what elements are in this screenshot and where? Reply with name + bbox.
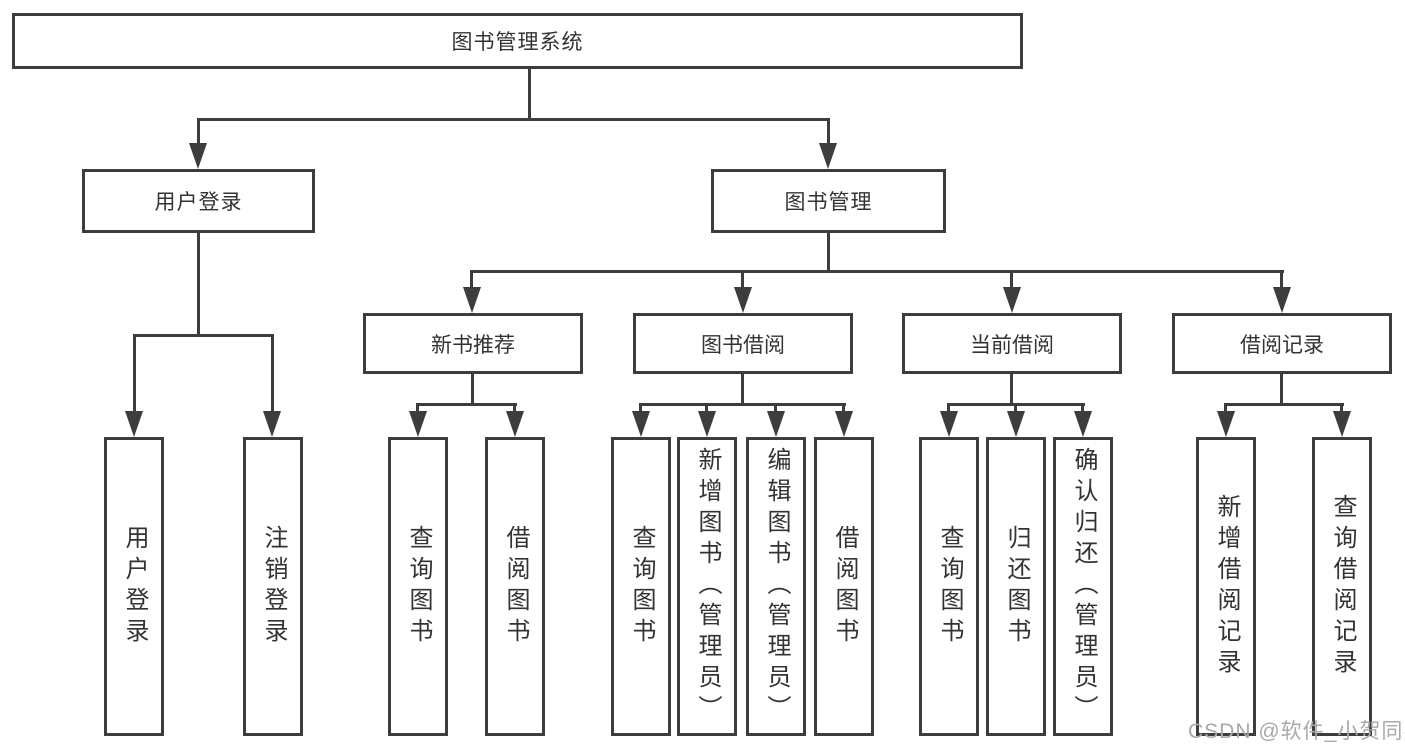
node-label: 借阅记录	[1240, 333, 1324, 357]
connector-book-mgmt-stem	[827, 233, 830, 273]
node-borrow-records: 借阅记录	[1172, 313, 1392, 374]
arrow-down-icon	[632, 411, 650, 437]
connector-drop	[470, 270, 473, 289]
arrow-down-icon	[698, 411, 716, 437]
connector-level3-bar	[470, 270, 1284, 273]
node-label: 查询图书	[405, 524, 432, 649]
node-leaf-edit-book-admin: 编辑图书（管理员）	[746, 437, 806, 736]
connector-stem	[741, 374, 744, 406]
connector-stem	[1280, 374, 1283, 406]
node-leaf-query-books-1: 查询图书	[388, 437, 448, 736]
arrow-down-icon	[189, 143, 207, 169]
node-label: 新书推荐	[431, 333, 515, 357]
node-leaf-query-books-2: 查询图书	[611, 437, 671, 736]
connector-drop	[271, 334, 274, 413]
node-leaf-return-book: 归还图书	[986, 437, 1046, 736]
node-label: 注销登录	[260, 524, 287, 649]
arrow-down-icon	[263, 411, 281, 437]
node-leaf-query-books-3: 查询图书	[919, 437, 979, 736]
node-label: 查询图书	[628, 524, 655, 649]
node-label: 编辑图书（管理员）	[763, 447, 790, 726]
connector-drop	[1010, 270, 1013, 289]
arrow-down-icon	[409, 411, 427, 437]
connector-stem	[471, 374, 474, 406]
node-root-label: 图书管理系统	[451, 31, 584, 54]
connector-bar	[1225, 403, 1344, 406]
arrow-down-icon	[1074, 411, 1092, 437]
arrow-down-icon	[125, 411, 143, 437]
node-label: 确认归还（管理员）	[1070, 447, 1097, 726]
connector-stem	[1010, 374, 1013, 406]
node-label: 新增图书（管理员）	[694, 447, 721, 726]
arrow-down-icon	[1273, 287, 1291, 313]
arrow-down-icon	[1003, 287, 1021, 313]
arrow-down-icon	[1007, 411, 1025, 437]
connector-bar	[417, 403, 517, 406]
node-label: 新增借阅记录	[1213, 493, 1240, 680]
node-label: 查询借阅记录	[1329, 493, 1356, 680]
node-label: 图书借阅	[701, 333, 785, 357]
connector-level2-bar	[197, 118, 830, 121]
arrow-down-icon	[506, 411, 524, 437]
node-label: 查询图书	[936, 524, 963, 649]
node-new-book-recommend: 新书推荐	[363, 313, 583, 374]
arrow-down-icon	[835, 411, 853, 437]
connector-drop	[842, 403, 845, 413]
node-leaf-borrow-books-2: 借阅图书	[814, 437, 874, 736]
node-label: 当前借阅	[970, 333, 1054, 357]
node-leaf-user-login: 用户登录	[104, 437, 164, 736]
arrow-down-icon	[767, 411, 785, 437]
arrow-down-icon	[819, 143, 837, 169]
arrow-down-icon	[463, 287, 481, 313]
connector-root-stem	[528, 69, 531, 119]
arrow-down-icon	[1333, 411, 1351, 437]
connector-book-mgmt-drop	[827, 118, 830, 146]
node-leaf-add-book-admin: 新增图书（管理员）	[677, 437, 737, 736]
connector-drop	[639, 403, 642, 413]
connector-drop	[705, 403, 708, 413]
connector-drop	[1340, 403, 1343, 413]
connector-drop	[947, 403, 950, 413]
connector-drop	[133, 334, 136, 413]
connector-drop	[741, 270, 744, 289]
node-leaf-query-borrow-record: 查询借阅记录	[1312, 437, 1372, 736]
connector-drop	[1081, 403, 1084, 413]
arrow-down-icon	[734, 287, 752, 313]
node-book-management: 图书管理	[711, 169, 946, 233]
node-leaf-confirm-return-admin: 确认归还（管理员）	[1053, 437, 1113, 736]
connector-drop	[1280, 270, 1283, 289]
connector-user-login-drop	[197, 118, 200, 146]
node-label: 借阅图书	[831, 524, 858, 649]
node-book-borrow: 图书借阅	[633, 313, 853, 374]
connector-drop	[1224, 403, 1227, 413]
node-leaf-add-borrow-record: 新增借阅记录	[1196, 437, 1256, 736]
node-label: 归还图书	[1003, 524, 1030, 649]
node-current-borrow: 当前借阅	[902, 313, 1122, 374]
connector-user-login-bar	[133, 334, 274, 337]
node-label: 图书管理	[784, 191, 873, 214]
node-leaf-borrow-books-1: 借阅图书	[485, 437, 545, 736]
connector-drop	[1014, 403, 1017, 413]
node-label: 用户登录	[154, 191, 243, 214]
connector-bar	[640, 403, 846, 406]
connector-drop	[416, 403, 419, 413]
arrow-down-icon	[940, 411, 958, 437]
connector-drop	[513, 403, 516, 413]
node-leaf-logout: 注销登录	[243, 437, 303, 736]
connector-drop	[774, 403, 777, 413]
node-root: 图书管理系统	[12, 13, 1023, 69]
csdn-watermark: CSDN @软件_小贺同学	[1188, 720, 1405, 743]
node-label: 借阅图书	[502, 524, 529, 649]
arrow-down-icon	[1217, 411, 1235, 437]
node-user-login: 用户登录	[82, 169, 315, 233]
connector-user-login-stem	[197, 233, 200, 336]
node-label: 用户登录	[121, 524, 148, 649]
